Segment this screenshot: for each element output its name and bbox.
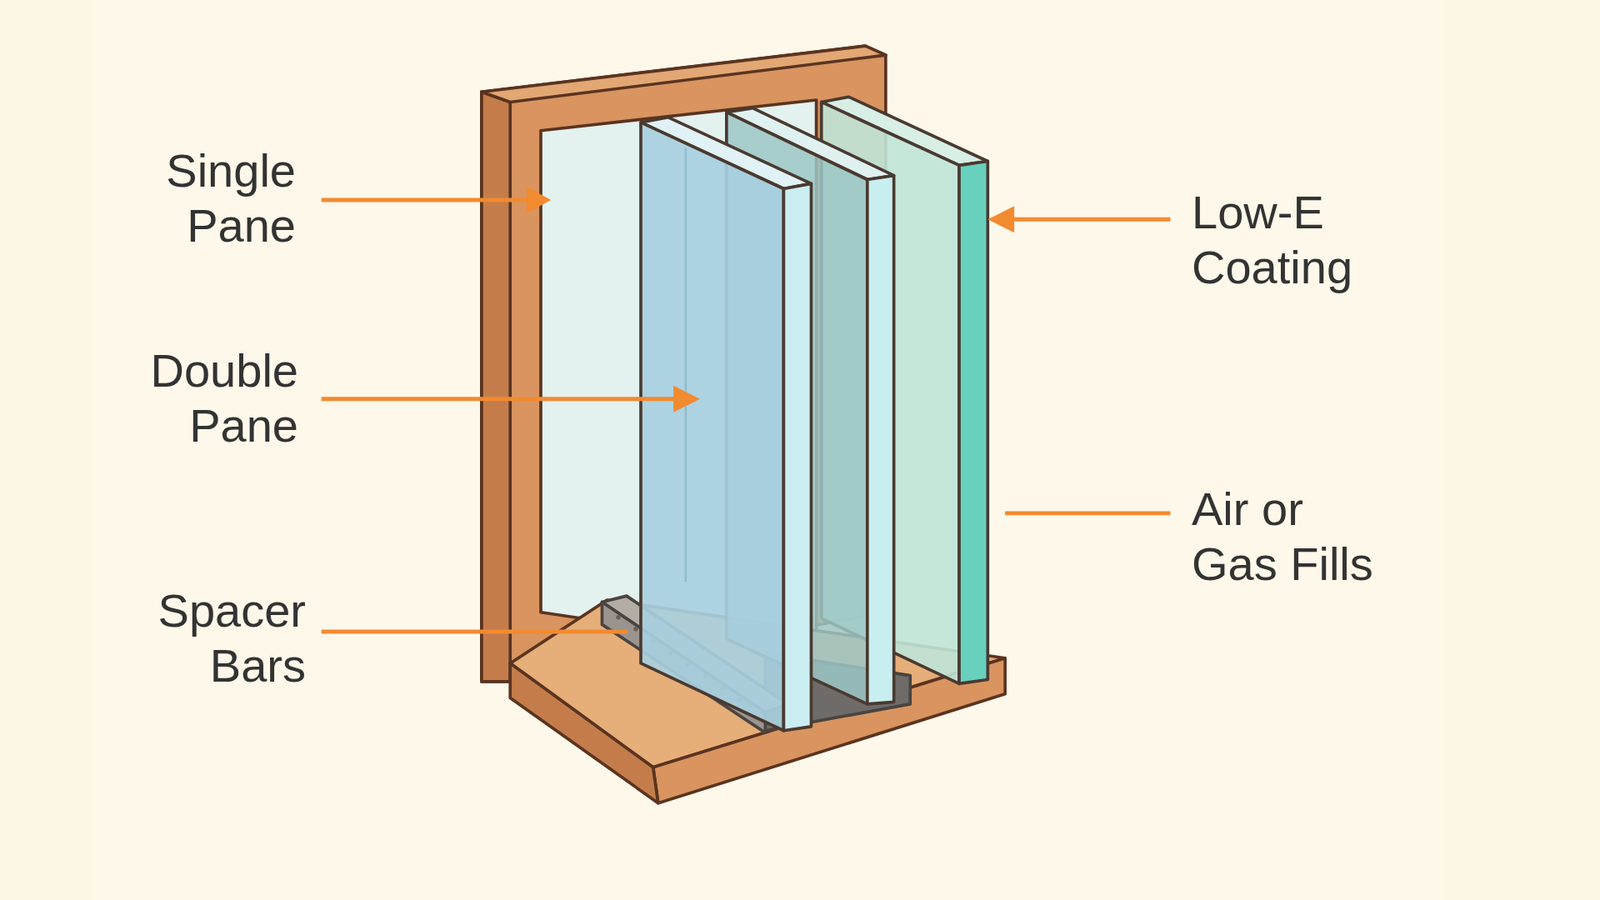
background-panel <box>91 0 1444 900</box>
window-frame <box>481 45 1005 804</box>
part-label: Air or Gas Fills <box>1191 481 1392 592</box>
part-label: Double Pane <box>150 343 299 454</box>
glass-pane-front <box>640 117 811 731</box>
part-label: Spacer Bars <box>158 583 306 694</box>
spacer-hole <box>615 615 620 620</box>
part-label: Low-E Coating <box>1191 185 1353 295</box>
part-label: Single Pane <box>165 143 296 254</box>
leader-arrows <box>321 186 1171 632</box>
spacer-hole <box>633 626 638 631</box>
